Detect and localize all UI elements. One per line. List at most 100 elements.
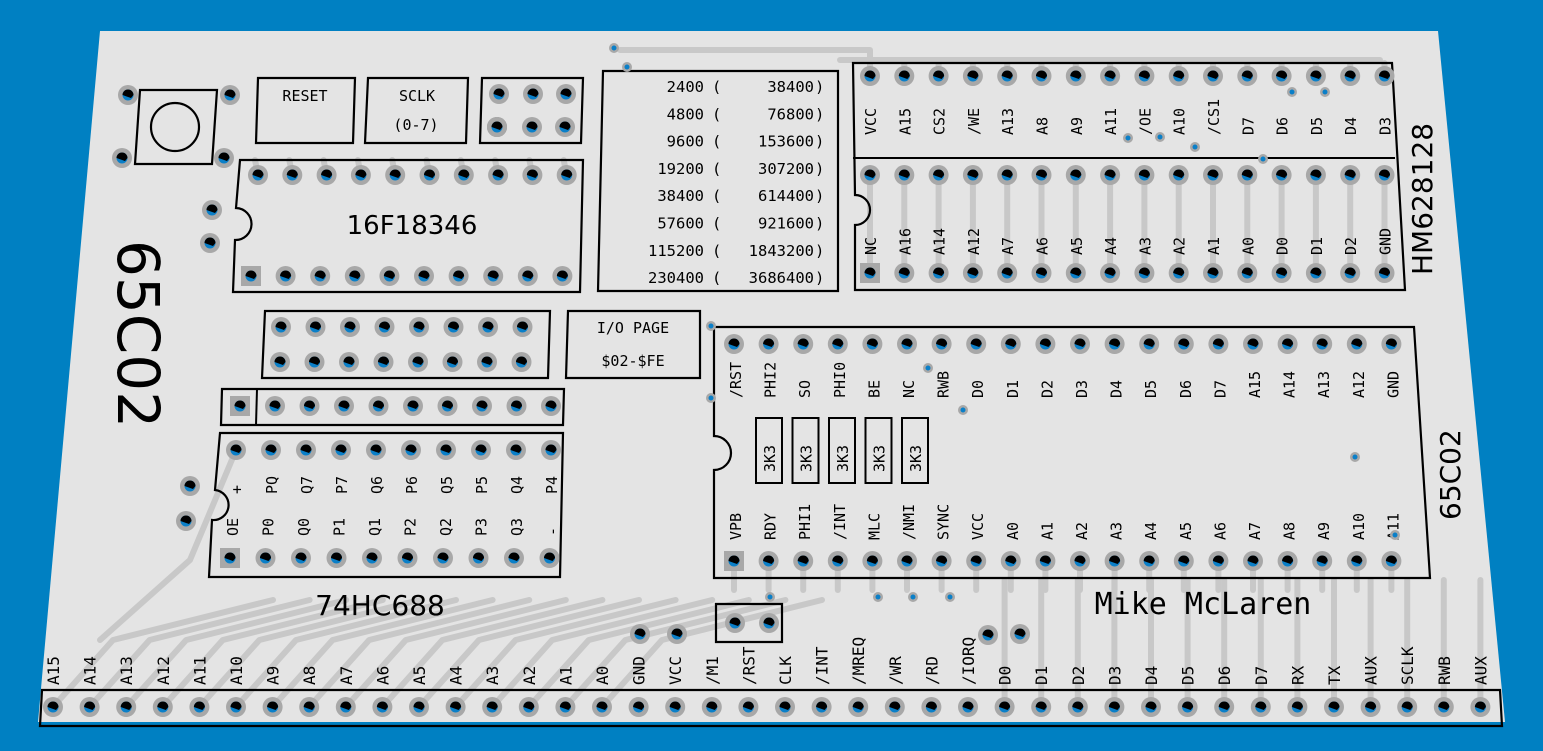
io-address-jumper-block[interactable] — [260, 309, 552, 380]
via — [1258, 154, 1268, 164]
io-jumper-pin — [478, 317, 498, 337]
cpu-pin-label: A1 — [1038, 522, 1056, 540]
clock-rate: 1843200 — [749, 242, 814, 260]
cpu-pin-label: A10 — [1350, 513, 1368, 540]
io-jumper-pin — [442, 352, 463, 372]
sram-pin-label: A12 — [965, 228, 983, 255]
cpu-pin — [1277, 551, 1298, 571]
edge-connector-pin — [79, 697, 100, 717]
edge-connector[interactable] — [38, 688, 1504, 728]
io-jumper-pin — [374, 317, 395, 337]
cpu-pin — [1035, 334, 1056, 354]
address-header-strip[interactable] — [219, 387, 566, 427]
pic-pin — [522, 165, 543, 185]
sram-pin-label: D0 — [1274, 237, 1292, 255]
cpu-pin — [1173, 551, 1194, 571]
sram-pin — [1237, 165, 1258, 185]
cpu-pin-label: D1 — [1004, 380, 1022, 398]
sram-pin-label: A4 — [1102, 237, 1120, 255]
sram-pin — [1134, 66, 1155, 86]
74hc688-chip[interactable]: 74HC688 — [207, 431, 565, 622]
sram-pin — [1100, 263, 1121, 283]
reset-switch[interactable] — [133, 88, 219, 166]
cpu-pin — [1000, 551, 1021, 571]
edge-pin-label: /RD — [922, 656, 941, 685]
cpu-pin — [1208, 334, 1229, 354]
sram-pin — [928, 66, 949, 86]
cpu-pin-label: PHI0 — [831, 362, 849, 398]
comparator-pin — [220, 548, 240, 568]
cpu-pin — [1277, 334, 1298, 354]
comparator-pin-label: P1 — [331, 518, 349, 536]
sram-pin-label: A5 — [1068, 237, 1086, 255]
comparator-pin-label: P3 — [473, 518, 491, 536]
via — [923, 363, 933, 373]
sram-pin-label: D6 — [1274, 117, 1292, 135]
sram-pin — [1031, 263, 1052, 283]
edge-pin-label: /WR — [886, 656, 905, 685]
edge-pin-label: D4 — [1142, 666, 1161, 685]
via — [706, 321, 716, 331]
comparator-pin — [226, 440, 246, 460]
io-jumper-pin — [270, 352, 290, 372]
pic-pin — [248, 165, 268, 185]
sram-pin — [1374, 263, 1395, 283]
board-title: 65C02 — [104, 240, 172, 428]
sram-pin-label: D1 — [1308, 237, 1326, 255]
pic-pin — [448, 266, 469, 286]
comparator-pin-label: P5 — [473, 476, 491, 494]
sclk-jumper-block[interactable] — [478, 76, 585, 145]
io-jumper-pin — [512, 317, 533, 337]
cpu-pin-label: RWB — [935, 371, 953, 398]
sclk-label-box: SCLK (0-7) — [363, 76, 470, 145]
edge-connector-pin — [1287, 697, 1308, 717]
cpu-pin-label: MLC — [865, 513, 883, 540]
comparator-pin-label: P4 — [543, 476, 561, 494]
edge-connector-pin — [592, 697, 612, 717]
pic-16f18346-chip[interactable]: 16F18346 — [231, 158, 585, 294]
edge-pin-label: GND — [630, 656, 649, 685]
cpu-pin-label: A3 — [1108, 522, 1126, 540]
trace — [452, 597, 679, 710]
edge-connector-pin — [189, 697, 210, 717]
comparator-pin-label: + — [228, 485, 246, 494]
comparator-pin-label: Q3 — [508, 518, 526, 536]
edge-pin-label: /MREQ — [849, 637, 868, 685]
cpu-pin — [1139, 334, 1160, 354]
bracket-open: ( — [712, 105, 721, 123]
clock-rate: 3686400 — [749, 269, 814, 287]
rst-jumper[interactable] — [714, 602, 784, 644]
sram-pin-label: A6 — [1034, 237, 1052, 255]
pic-pin — [310, 266, 331, 286]
baud-rate: 2400 — [667, 78, 704, 96]
edge-pin-label: D6 — [1215, 666, 1234, 685]
io-jumper-pin — [340, 317, 360, 337]
comparator-pin — [401, 440, 421, 460]
bracket-open: ( — [712, 160, 721, 178]
baud-row: 115200(1843200) — [648, 242, 824, 260]
sram-pin-label: VCC — [862, 108, 880, 135]
edge-connector-pin — [1214, 697, 1235, 717]
hm628128-sram-chip[interactable]: HM628128 — [851, 61, 1439, 292]
65c02-cpu-chip[interactable]: 65C02 — [712, 325, 1467, 580]
trace — [416, 597, 642, 710]
trace — [306, 597, 533, 710]
sram-pin — [1340, 66, 1361, 86]
comparator-pin — [255, 548, 276, 568]
pic-pin — [344, 266, 365, 286]
trace — [269, 597, 496, 710]
pad — [176, 511, 196, 531]
via — [1350, 452, 1360, 462]
sram-pin — [1031, 66, 1052, 86]
cpu-pin-label: A13 — [1315, 371, 1333, 398]
sclk-label: SCLK — [399, 87, 435, 105]
pic-pin — [517, 266, 538, 286]
edge-pin-label: /INT — [813, 646, 832, 685]
comparator-pin-label: Q1 — [366, 518, 384, 536]
baud-row: 38400(614400) — [657, 187, 824, 205]
sram-pin-label: A9 — [1068, 117, 1086, 135]
sram-pin-label: /WE — [965, 108, 983, 135]
via — [706, 393, 716, 403]
cpu-pin-label: PHI2 — [762, 362, 780, 398]
